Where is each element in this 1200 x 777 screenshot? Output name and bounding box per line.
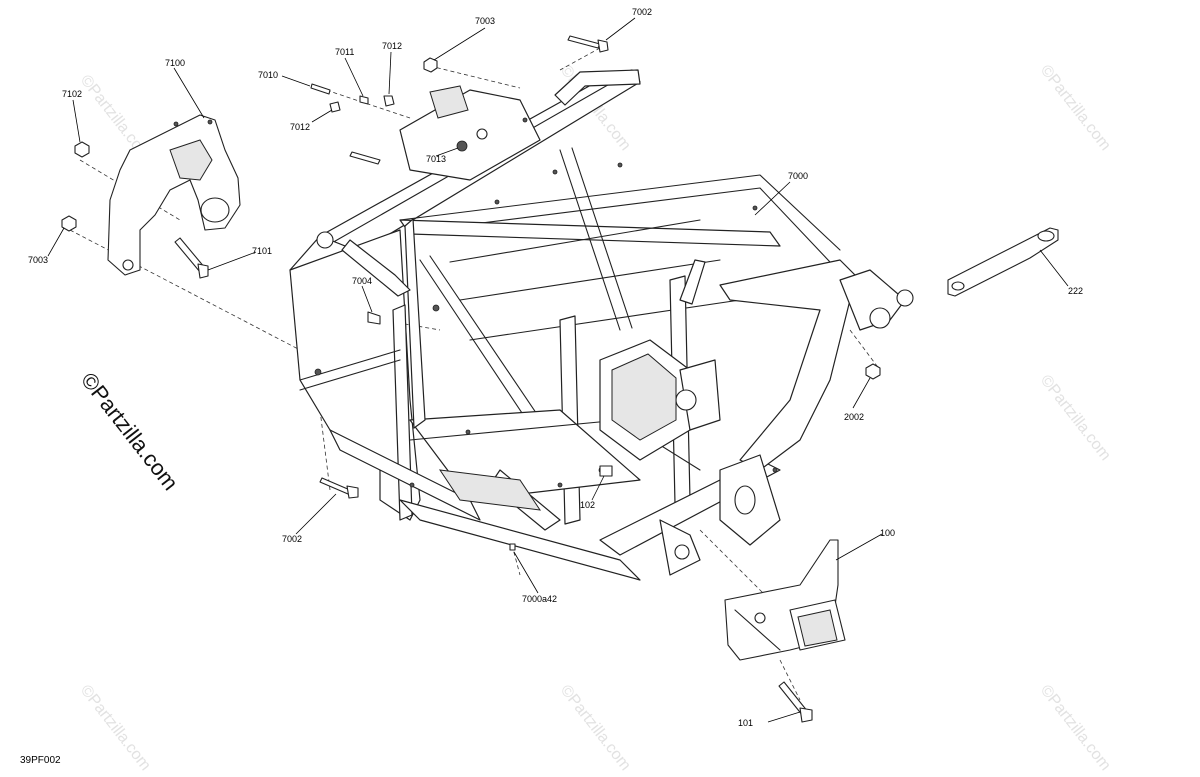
callout-7003-left: 7003 [28, 255, 48, 265]
callout-7004: 7004 [352, 276, 372, 286]
callout-222: 222 [1068, 286, 1083, 296]
callout-102: 102 [580, 500, 595, 510]
diagram-id: 39PF002 [20, 755, 61, 766]
hardware [61, 35, 881, 723]
bolt-7010-icon [310, 83, 331, 95]
leader-lines [47, 17, 1069, 723]
watermark-main: ©Partzilla.com [76, 368, 183, 495]
nut-7102-icon [74, 141, 90, 158]
callout-7100: 7100 [165, 58, 185, 68]
nut-7003-left-icon [61, 215, 77, 232]
callout-labels: 7003 7002 7011 7012 7010 7012 7013 7100 … [28, 7, 1083, 728]
nut-7012-bot-icon [329, 101, 341, 113]
nut-7003-top-icon [423, 57, 438, 73]
callout-7010: 7010 [258, 70, 278, 80]
watermark-bot-center: ©Partzilla.com [557, 682, 634, 774]
callout-7012-bot: 7012 [290, 122, 310, 132]
watermark-bot-right: ©Partzilla.com [1037, 682, 1114, 774]
hitch-receiver-100 [724, 539, 846, 661]
callout-7101: 7101 [252, 246, 272, 256]
callout-100: 100 [880, 528, 895, 538]
main-frame [289, 69, 914, 581]
callout-7003-top: 7003 [475, 16, 495, 26]
bolt-7002-top-icon [567, 35, 601, 49]
nut-7012-top-icon [383, 95, 395, 107]
watermark-bot-left: ©Partzilla.com [77, 682, 154, 774]
bracket-7100 [107, 114, 241, 276]
callout-101: 101 [738, 718, 753, 728]
bolt-7004-icon [367, 311, 381, 325]
callout-7012-top: 7012 [382, 41, 402, 51]
callout-7000: 7000 [788, 171, 808, 181]
callout-7000a42: 7000a42 [522, 594, 557, 604]
callout-7002-bot: 7002 [282, 534, 302, 544]
watermark-top-right: ©Partzilla.com [1037, 62, 1114, 154]
watermark-mid-right: ©Partzilla.com [1037, 372, 1114, 464]
callout-2002: 2002 [844, 412, 864, 422]
bolt-102-icon [599, 465, 613, 477]
bolt-7002-bot-icon [319, 477, 351, 495]
nut-7013-a-icon [456, 140, 468, 152]
nut-2002-icon [865, 363, 881, 380]
callout-7102: 7102 [62, 89, 82, 99]
callout-7002-top: 7002 [632, 7, 652, 17]
bracket-222 [947, 227, 1059, 297]
callout-7011: 7011 [335, 47, 354, 57]
washer-7011-icon [359, 95, 369, 105]
nut-7013-b-icon [476, 128, 488, 140]
callout-7013: 7013 [426, 154, 446, 164]
pin-7000a42-icon [509, 543, 516, 551]
